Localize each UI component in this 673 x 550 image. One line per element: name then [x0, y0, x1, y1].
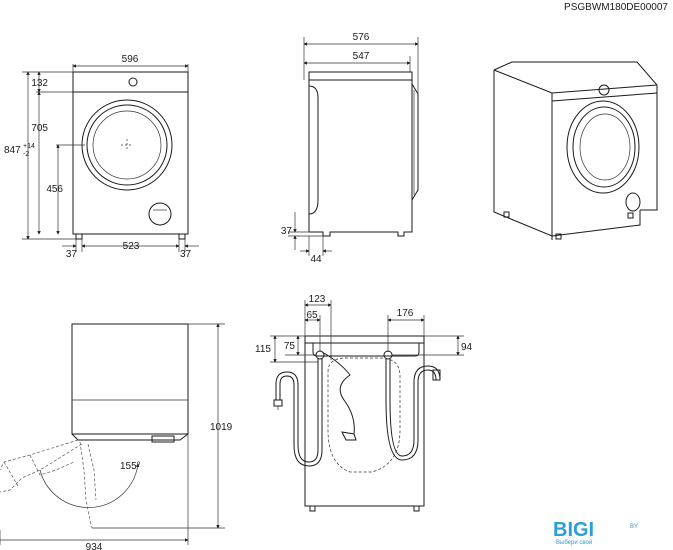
tol-minus: -2 — [23, 151, 29, 158]
door-open-view: 155° 934 1019 — [0, 323, 233, 550]
dim-115: 115 — [255, 344, 271, 355]
dim-width-596: 596 — [122, 54, 139, 65]
logo-suffix: BY — [630, 524, 638, 530]
dim-576: 576 — [353, 32, 370, 43]
isometric-view — [493, 61, 658, 240]
logo-tagline: Выбери свой — [556, 539, 592, 546]
dim-523: 523 — [123, 241, 140, 252]
side-view: 576 547 37 44 — [281, 32, 419, 265]
front-view: 596 132 705 847 +14 -2 456 37 523 37 — [4, 54, 199, 260]
dim-547: 547 — [353, 51, 370, 62]
dim-75: 75 — [284, 341, 296, 352]
dim-155-deg: 155° — [120, 461, 141, 472]
dim-132: 132 — [31, 78, 48, 89]
dim-123: 123 — [309, 294, 326, 305]
dim-847: 847 — [4, 145, 21, 156]
dim-705: 705 — [31, 123, 48, 134]
iso-knob — [598, 84, 610, 96]
back-view: 123 65 176 115 75 94 — [255, 294, 473, 512]
logo-text: BIGI — [553, 519, 594, 541]
product-code: PSGBWM180DE00007 — [564, 2, 668, 13]
bigi-logo: BIGI BY Выбери свой — [553, 519, 638, 546]
dim-65: 65 — [306, 310, 318, 321]
filter-cover — [148, 202, 172, 226]
dim-37-left: 37 — [66, 249, 78, 260]
dim-1019: 1019 — [210, 422, 233, 433]
dim-37-right: 37 — [180, 249, 192, 260]
dim-94: 94 — [461, 342, 473, 353]
dim-456: 456 — [46, 184, 63, 195]
dim-37-side: 37 — [281, 226, 293, 237]
tol-plus: +14 — [23, 143, 35, 150]
dim-934: 934 — [86, 542, 103, 550]
dim-176: 176 — [397, 308, 414, 319]
dim-44: 44 — [310, 254, 322, 265]
iso-door — [566, 100, 640, 194]
